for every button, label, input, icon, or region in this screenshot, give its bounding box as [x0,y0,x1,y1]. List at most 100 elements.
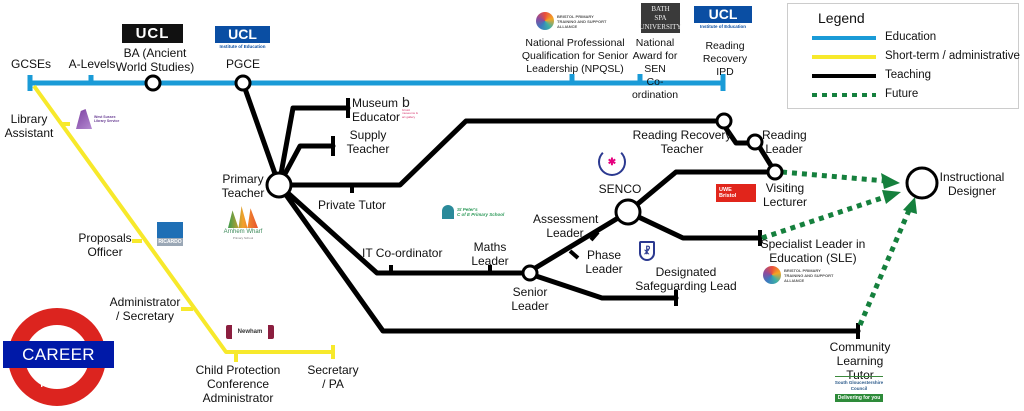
newham-logo: Newham [226,325,274,339]
station-visiting-lecturer [766,163,784,181]
senco-school-logo: ✱ [595,145,629,179]
future-from-sle [761,193,889,241]
label-visiting-lecturer: Visiting Lecturer [762,181,808,209]
label-gcses: GCSEs [10,57,51,71]
hexagon-icon [536,12,554,30]
label-ba: BA (Ancient World Studies) [115,46,195,74]
education-swatch [812,36,876,40]
legend: Legend Education Short-term / administra… [787,3,1020,109]
ucl-ioe-logo: UCL Institute of Education [215,24,270,51]
label-admin-secretary: Administrator / Secretary [109,295,181,323]
bristol-tsa-text: BRISTOL PRIMARY TRAINING AND SUPPORT ALL… [557,13,607,29]
leadership-branch [276,169,778,276]
legend-label: Teaching [885,69,932,81]
future-arrowheads [881,173,917,214]
station-senco [614,198,642,226]
sle-branch [625,209,763,241]
ucl-ioe-logo-2: UCL Institute of Education [694,4,752,31]
station-primary-teacher [265,171,293,199]
label-assessment-leader: Assessment Leader [533,212,599,240]
label-reading-recovery-teacher: Reading Recovery Teacher [632,128,732,156]
ricardo-text: RICARDO [157,238,183,246]
label-reading-recovery-ipd: Reading Recovery IPD [702,40,748,78]
south-glos-text: South Gloucestershire Council [834,376,884,391]
label-proposals-officer: Proposals Officer [78,231,132,259]
label-designated-safeguarding: Designated Safeguarding Lead [635,265,737,293]
label-library-assistant: Library Assistant [4,112,54,140]
label-primary-teacher: Primary Teacher [221,172,265,200]
label-pgce: PGCE [225,57,260,71]
label-phase-leader: Phase Leader [585,248,623,276]
supply-branch [276,143,336,188]
st-peters-text: St Peter's C of E Primary School [457,207,505,217]
short-term-swatch [812,55,876,59]
future-from-lecturer [781,169,887,184]
west-sussex-logo: West Sussex Library Service [76,106,122,132]
label-supply-teacher: Supply Teacher [346,128,390,156]
west-sussex-text: West Sussex Library Service [94,115,120,123]
ucl-ioe-mark: UCL [215,25,270,43]
education-line [27,74,726,91]
station-senior-leader [521,264,539,282]
hexagon-icon [763,266,781,284]
sails-icon [228,206,258,228]
bristol-tsa-logo: BRISTOL PRIMARY TRAINING AND SUPPORT ALL… [536,11,618,31]
children-icon: ✱ [598,148,626,176]
label-sle: Specialist Leader in Education (SLE) [760,237,866,265]
label-child-protection: Child Protection Conference Administrato… [195,363,281,405]
label-npqsl: National Professional Qualification for … [521,37,629,75]
station-reading-recovery-teacher [715,112,733,130]
bath-spa-logo: BATH SPA UNIVERSITY [640,3,682,33]
arnhem-text: Arnhem Wharf [223,229,263,235]
label-secretary-pa: Secretary / PA [307,363,359,391]
bristol-museums-logo: b bristol museums & art gallery [402,94,430,120]
label-it-coordinator: IT Co-ordinator [362,246,443,260]
safeguarding-branch [524,270,679,301]
book-fan-icon [76,109,92,129]
label-senco: SENCO [598,182,642,196]
label-private-tutor: Private Tutor [318,198,387,212]
future-swatch [812,93,876,97]
shield-icon: ☧ [639,241,655,261]
legend-label: Short-term / administrative [885,50,1020,62]
community-branch [276,182,861,334]
b-mark: b [402,93,410,110]
pgce-to-primary [240,80,282,188]
stations [144,74,939,282]
teaching-ticks [331,98,860,339]
station-instructional-designer [905,166,939,200]
future-from-community [857,207,913,326]
arnhem-sub: Primary School [232,236,254,240]
arnhem-wharf-logo: Arnhem Wharf Primary School [218,202,268,244]
legend-label: Education [885,31,937,43]
legend-label: Future [885,88,919,100]
label-sen-award: National Award for SEN Co-ordination [631,37,679,101]
ucl-ioe-caption: Institute of Education [219,43,266,49]
station-pgce [234,74,252,92]
ricardo-mark [157,222,183,238]
label-maths-leader: Maths Leader [471,240,509,268]
museum-branch [276,105,351,188]
church-icon [442,205,454,219]
ricardo-logo: RICARDO [157,222,183,246]
short-term-line [32,84,335,362]
ucl-ioe-mark: UCL [694,5,752,23]
ucl-ioe-caption: Institute of Education [700,23,746,29]
career-map-title: CAREER MAP [3,341,114,391]
label-community-tutor: Community Learning Tutor [829,340,891,382]
label-museum-educator: Museum Educator [352,96,401,124]
label-instructional-designer: Instructional Designer [939,170,1005,198]
delivering-badge: Delivering for you [834,394,884,402]
label-senior-leader: Senior Leader [511,285,549,313]
bristol-tsa-text: BRISTOL PRIMARY TRAINING AND SUPPORT ALL… [784,267,834,283]
bristol-tsa-logo-2: BRISTOL PRIMARY TRAINING AND SUPPORT ALL… [763,265,845,285]
label-reading-leader: Reading Leader [762,128,807,156]
teaching-swatch [812,74,876,78]
st-peters-logo: St Peter's C of E Primary School [442,204,522,220]
south-glos-logo: South Gloucestershire Council Delivering… [830,371,888,407]
label-a-levels: A-Levels [68,57,116,71]
station-reading-leader [746,133,764,151]
bristol-museums-text: bristol museums & art gallery [402,107,418,119]
legend-title: Legend [818,10,865,26]
